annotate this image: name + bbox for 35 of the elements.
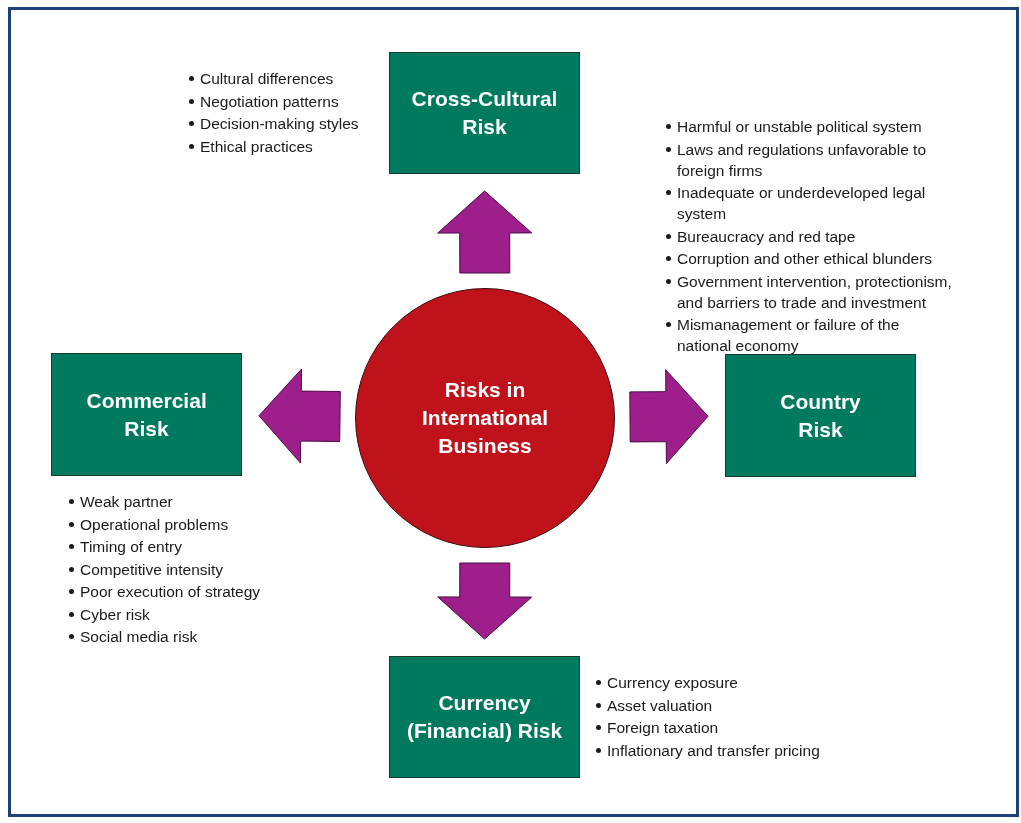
bullet-item: Inflationary and transfer pricing: [607, 740, 820, 761]
bullet-item: Foreign taxation: [607, 718, 719, 738]
risk-box: [725, 354, 916, 477]
bullet-item: Corruption and other ethical blunders: [677, 249, 933, 269]
bullet-item: Social media risk: [80, 627, 198, 647]
bullet-item: Asset valuation: [607, 695, 713, 716]
block-arrow: [629, 369, 709, 465]
bullet-item: Ethical practices: [200, 136, 313, 157]
bullet-item: Operational problems: [80, 514, 229, 535]
bullet-item: Currency exposure: [607, 673, 738, 693]
block-arrow: [437, 190, 533, 274]
bullet-item: Poor execution of strategy: [80, 582, 261, 602]
node-title: Cross-Cultural Risk: [410, 86, 559, 140]
bullet-item: Decision-making styles: [200, 114, 359, 134]
node-title: Country Risk: [779, 388, 862, 443]
bullet-item: Government intervention, protectionism, and barriers to trade and investment: [677, 271, 953, 313]
bullet-item: Cultural differences: [200, 69, 334, 89]
bullet-item: Mismanagement or failure of the national economy: [677, 315, 901, 356]
bullet-item: Harmful or unstable political system: [677, 117, 922, 137]
bullet-item: Bureaucracy and red tape: [677, 226, 856, 247]
block-arrow: [437, 562, 533, 640]
risk-box: [389, 656, 580, 778]
risk-box: [51, 353, 242, 476]
bullet-item: Inadequate or underdeveloped legal system: [677, 183, 927, 224]
node-title: Currency (Financial) Risk: [405, 690, 564, 744]
bullet-item: Weak partner: [80, 492, 173, 512]
bullet-item: Negotiation patterns: [200, 91, 339, 112]
bullet-item: Laws and regulations unfavorable to foreign firms: [677, 139, 928, 181]
bullet-item: Cyber risk: [80, 604, 150, 625]
block-arrow: [258, 368, 341, 464]
node-title: Commercial Risk: [86, 387, 207, 442]
node-title: Risks in International Business: [421, 377, 549, 459]
bullet-item: Competitive intensity: [80, 559, 223, 580]
bullet-item: Timing of entry: [80, 537, 182, 557]
risk-box: [389, 52, 580, 174]
